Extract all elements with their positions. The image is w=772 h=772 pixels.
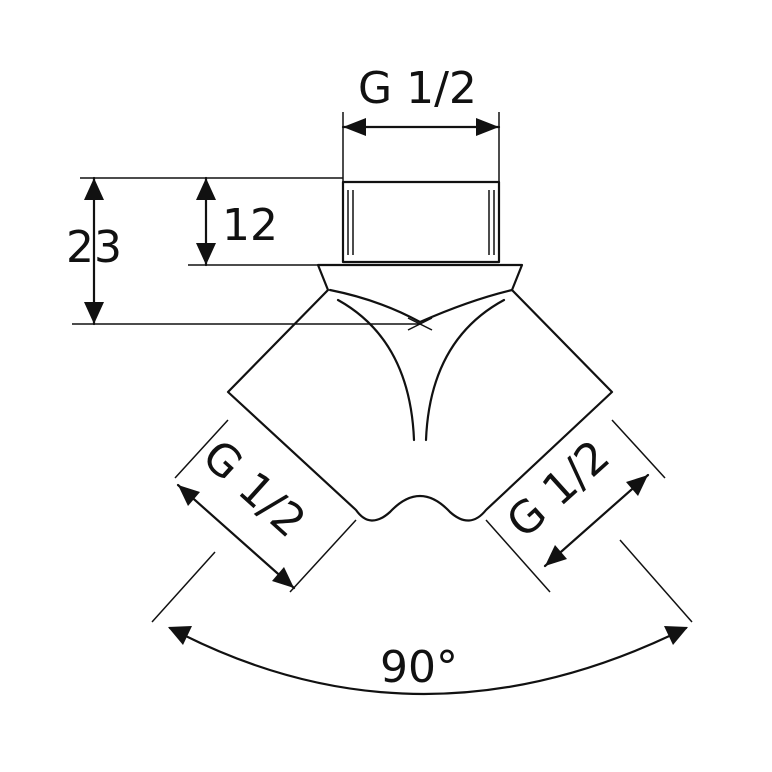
depth-thread-label: 12 xyxy=(222,200,278,251)
top-thread-dimension: G 1/2 xyxy=(341,63,501,182)
splitter-body xyxy=(226,263,614,522)
angle-label: 90° xyxy=(380,642,458,693)
left-thread-label: G 1/2 xyxy=(193,430,315,547)
top-thread-label: G 1/2 xyxy=(358,63,477,114)
depth-total-label: 23 xyxy=(66,222,122,273)
right-thread-label: G 1/2 xyxy=(497,431,619,548)
angle-dimension: 90° xyxy=(151,539,693,696)
depth-dimensions: 23 12 xyxy=(66,176,420,326)
top-nipple xyxy=(341,180,501,264)
right-thread-dimension: G 1/2 xyxy=(485,419,666,593)
